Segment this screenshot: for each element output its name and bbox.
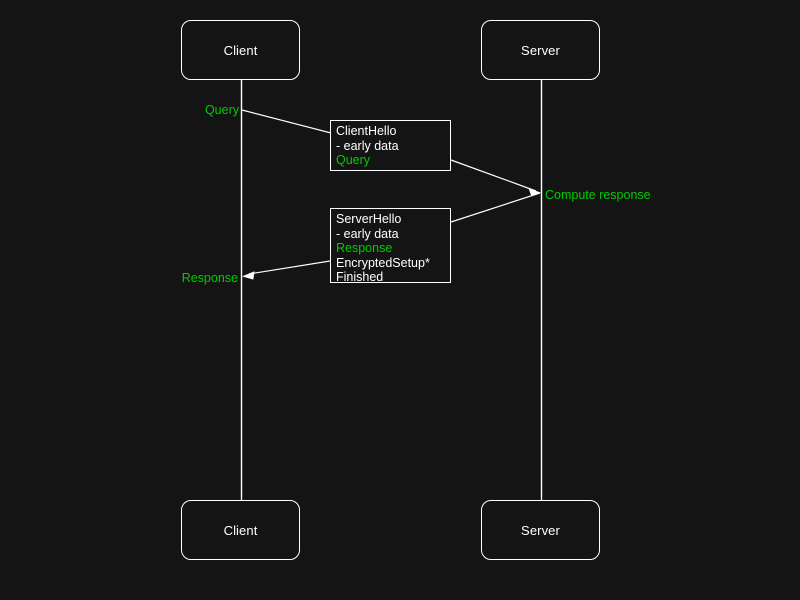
- participant-label-client-top: Client: [223, 42, 258, 58]
- participant-label-client-bottom: Client: [223, 522, 258, 538]
- annotation-query: Query: [204, 103, 239, 117]
- participant-box-server-bottom[interactable]: Server: [481, 500, 600, 560]
- participant-box-server-top[interactable]: Server: [481, 20, 600, 80]
- arrowhead-to-server: [528, 188, 541, 197]
- message-line-clienthello-query: Query: [336, 153, 371, 167]
- message-line-serverhello: ServerHello: [336, 212, 402, 226]
- participant-label-server-bottom: Server: [521, 522, 560, 538]
- participant-box-client-top[interactable]: Client: [181, 20, 300, 80]
- arrow-serverhello-to-client: [248, 260, 331, 275]
- message-line-serverhello-encrypted-setup: EncryptedSetup*: [336, 255, 430, 270]
- annotation-compute-response: Compute response: [545, 188, 651, 202]
- message-line-clienthello: ClientHello: [336, 124, 397, 138]
- message-line-serverhello-early-data: - early data: [336, 226, 399, 241]
- arrow-server-to-serverhello: [450, 192, 541, 223]
- message-box-client-hello[interactable]: ClientHello - early data Query: [330, 120, 451, 171]
- participant-box-client-bottom[interactable]: Client: [181, 500, 300, 560]
- participant-label-server-top: Server: [521, 42, 560, 58]
- message-line-clienthello-early-data: - early data: [336, 138, 399, 153]
- arrow-client-to-clienthello: [241, 109, 332, 134]
- arrowhead-to-client: [242, 271, 255, 280]
- message-line-serverhello-finished: Finished: [336, 270, 384, 284]
- message-box-server-hello[interactable]: ServerHello - early data Response Encryp…: [330, 208, 451, 284]
- annotation-response: Response: [181, 271, 238, 285]
- arrow-clienthello-to-server: [450, 159, 537, 192]
- message-line-serverhello-response: Response: [336, 241, 393, 255]
